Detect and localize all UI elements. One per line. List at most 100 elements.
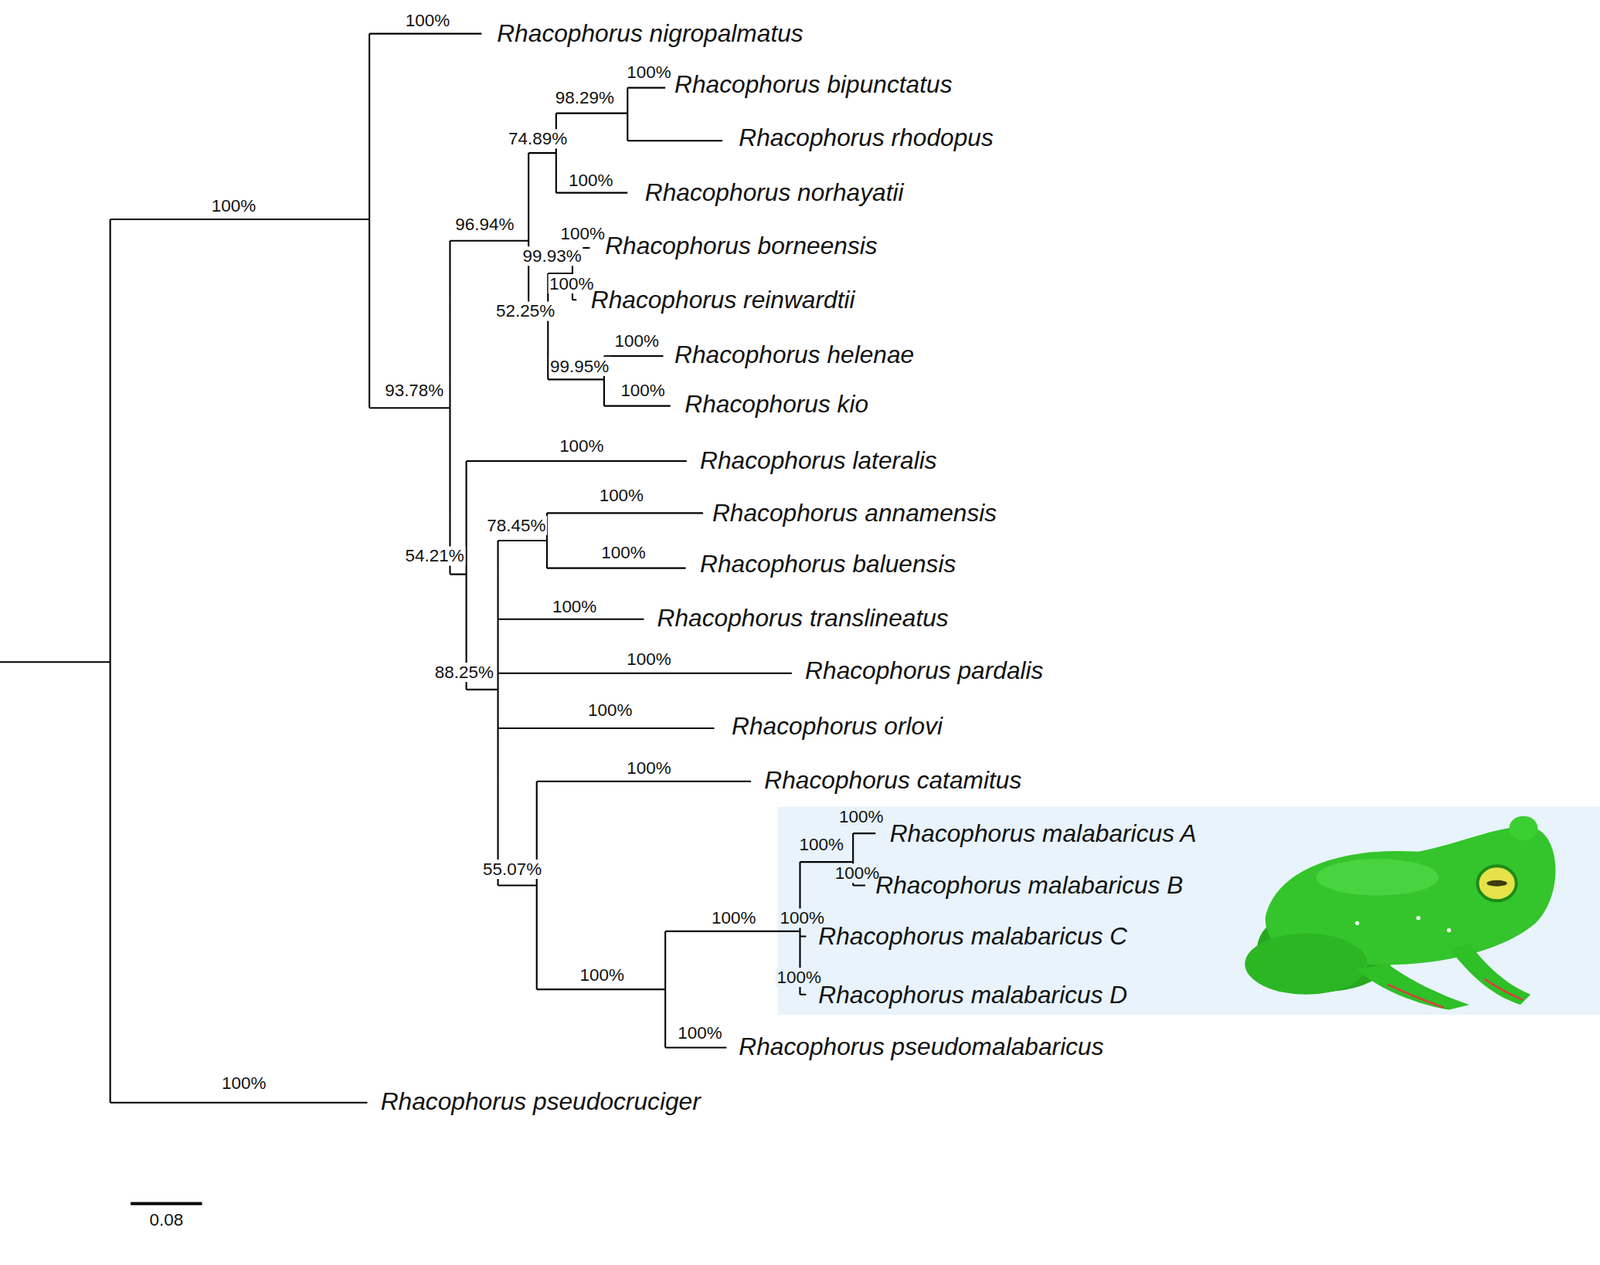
taxon-name: Rhacophorus reinwardtii bbox=[591, 285, 856, 314]
label-holder: 100% bbox=[833, 865, 880, 885]
label-holder: 96.94% bbox=[454, 216, 516, 236]
label-holder: 100% bbox=[619, 382, 666, 402]
label-holder: 100% bbox=[838, 808, 885, 829]
support-value: 100% bbox=[710, 908, 758, 928]
label-holder: 100% bbox=[587, 701, 634, 721]
label-holder: 100% bbox=[625, 650, 673, 670]
label-holder: 100% bbox=[551, 598, 598, 619]
support-value: 100% bbox=[597, 486, 645, 507]
support-value: 100% bbox=[625, 758, 673, 778]
support-value: 100% bbox=[578, 965, 626, 986]
taxon-name: Rhacophorus lateralis bbox=[699, 445, 938, 474]
label-holder: 88.25% bbox=[434, 663, 496, 683]
taxon-name: Rhacophorus baluensis bbox=[699, 550, 956, 578]
support-value: 100% bbox=[548, 274, 595, 294]
label-holder: Rhacophorus helenae bbox=[674, 340, 914, 369]
label-holder: Rhacophorus orlovi bbox=[731, 712, 943, 741]
support-value: 100% bbox=[613, 331, 660, 351]
taxon-name: Rhacophorus pseudocruciger bbox=[380, 1087, 701, 1116]
taxon-name: Rhacophorus norhayatii bbox=[645, 178, 904, 207]
label-holder: Rhacophorus pseudocruciger bbox=[380, 1087, 701, 1116]
label-holder: 52.25% bbox=[495, 302, 557, 323]
support-value: 99.95% bbox=[549, 356, 611, 377]
label-holder: Rhacophorus malabaricus C bbox=[818, 922, 1128, 951]
support-value: 100% bbox=[619, 381, 666, 401]
label-holder: 99.93% bbox=[521, 247, 583, 267]
taxon-name: Rhacophorus nigropalmatus bbox=[496, 19, 803, 48]
taxon-name: Rhacophorus translineatus bbox=[657, 604, 949, 632]
support-value: 100% bbox=[587, 700, 634, 721]
support-value: 74.89% bbox=[507, 129, 569, 149]
taxon-name: Rhacophorus malabaricus A bbox=[890, 819, 1197, 848]
label-holder: Rhacophorus nigropalmatus bbox=[496, 19, 803, 48]
support-value: 100% bbox=[551, 597, 598, 618]
label-holder: 99.95% bbox=[549, 357, 611, 378]
support-value: 98.29% bbox=[553, 88, 615, 108]
support-value: 100% bbox=[559, 224, 606, 244]
support-value: 99.93% bbox=[521, 246, 583, 266]
support-value: 100% bbox=[220, 1073, 268, 1094]
label-holder: Rhacophorus malabaricus A bbox=[890, 819, 1197, 848]
label-holder: Rhacophorus annamensis bbox=[712, 499, 997, 527]
support-value: 88.25% bbox=[434, 662, 496, 683]
taxon-name: Rhacophorus annamensis bbox=[712, 499, 997, 527]
label-holder: 78.45% bbox=[485, 516, 547, 537]
taxon-name: Rhacophorus kio bbox=[684, 390, 869, 418]
taxon-name: Rhacophorus bipunctatus bbox=[674, 70, 953, 99]
label-holder: Rhacophorus rhodopus bbox=[738, 123, 994, 152]
frog-illustration bbox=[1244, 816, 1556, 1011]
label-holder: 98.29% bbox=[553, 89, 615, 109]
label-holder: 100% bbox=[710, 910, 758, 930]
support-value: 100% bbox=[600, 543, 647, 564]
support-value: 54.21% bbox=[404, 546, 466, 566]
scale-bar bbox=[130, 1202, 202, 1206]
label-holder: 100% bbox=[625, 760, 673, 780]
taxon-name: Rhacophorus catamitus bbox=[764, 766, 1022, 795]
label-holder: 100% bbox=[559, 224, 606, 245]
label-holder: 100% bbox=[404, 11, 451, 31]
label-holder: 100% bbox=[567, 172, 615, 192]
label-holder: Rhacophorus bipunctatus bbox=[674, 70, 953, 99]
support-value: 78.45% bbox=[485, 516, 547, 536]
scale-value: 0.08 bbox=[149, 1210, 184, 1230]
label-holder: 100% bbox=[558, 437, 605, 457]
support-value: 52.25% bbox=[495, 302, 557, 322]
support-value: 100% bbox=[676, 1024, 724, 1044]
label-holder: Rhacophorus norhayatii bbox=[645, 178, 904, 207]
label-holder: Rhacophorus malabaricus B bbox=[875, 871, 1183, 900]
label-holder: 100% bbox=[548, 275, 595, 295]
label-holder: Rhacophorus pardalis bbox=[805, 656, 1043, 685]
support-value: 55.07% bbox=[482, 859, 544, 880]
label-holder: 74.89% bbox=[507, 130, 569, 150]
label-holder: 100% bbox=[775, 968, 823, 989]
support-value: 100% bbox=[404, 10, 451, 31]
taxon-name: Rhacophorus malabaricus B bbox=[875, 871, 1183, 900]
support-value: 100% bbox=[775, 968, 823, 988]
support-value: 100% bbox=[838, 808, 885, 828]
label-holder: 100% bbox=[578, 967, 626, 987]
label-holder: 100% bbox=[778, 910, 826, 930]
label-holder: 100% bbox=[220, 1075, 268, 1095]
label-holder: Rhacophorus malabaricus D bbox=[818, 981, 1128, 1009]
label-holder: 100% bbox=[600, 544, 647, 564]
support-value: 93.78% bbox=[383, 381, 446, 401]
label-holder: 100% bbox=[613, 332, 660, 352]
label-holder: Rhacophorus baluensis bbox=[699, 550, 956, 578]
support-value: 100% bbox=[625, 62, 673, 82]
support-value: 100% bbox=[567, 170, 615, 191]
label-holder: 0.08 bbox=[149, 1212, 184, 1232]
taxon-name: Rhacophorus orlovi bbox=[731, 712, 943, 741]
taxon-name: Rhacophorus borneensis bbox=[604, 231, 877, 260]
label-holder: Rhacophorus catamitus bbox=[764, 766, 1022, 795]
taxon-name: Rhacophorus pardalis bbox=[805, 656, 1043, 685]
label-holder: 55.07% bbox=[482, 860, 544, 880]
label-holder: Rhacophorus kio bbox=[684, 390, 869, 418]
taxon-name: Rhacophorus rhodopus bbox=[738, 123, 994, 152]
label-holder: Rhacophorus reinwardtii bbox=[591, 285, 856, 314]
support-value: 100% bbox=[798, 835, 845, 855]
support-value: 100% bbox=[833, 863, 880, 884]
taxon-name: Rhacophorus malabaricus D bbox=[818, 981, 1128, 1009]
taxon-name: Rhacophorus helenae bbox=[674, 340, 914, 369]
support-value: 100% bbox=[210, 196, 257, 216]
